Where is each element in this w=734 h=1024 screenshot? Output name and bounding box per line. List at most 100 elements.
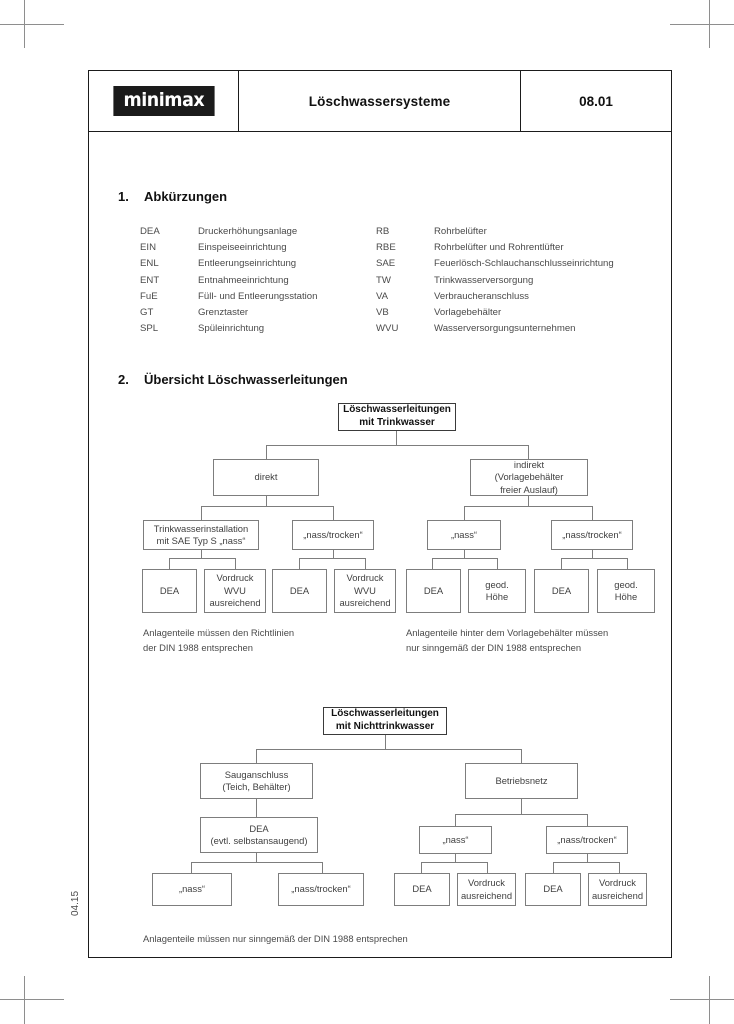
tree1-connector <box>396 431 397 445</box>
tree1-connector <box>464 550 465 558</box>
tree1-connector <box>169 558 170 569</box>
tree1-connector <box>235 558 236 569</box>
tree1-note-right: Anlagenteile hinter dem Vorlagebehälter … <box>406 627 609 653</box>
abbreviation-value: Wasserversorgungsunternehmen <box>434 323 576 335</box>
tree1-connector <box>432 558 497 559</box>
tree1-connector <box>561 558 627 559</box>
abbreviation-row: GT Grenztaster <box>140 305 380 321</box>
header-code-cell: 08.01 <box>521 71 671 131</box>
minimax-logo: minimax <box>113 86 214 116</box>
abbreviation-value: Einspeiseeinrichtung <box>198 242 287 254</box>
abbreviation-value: Grenztaster <box>198 307 249 319</box>
abbreviation-key: FuE <box>140 290 158 302</box>
abbreviation-row: ENT Entnahmeeinrichtung <box>140 273 380 289</box>
crop-mark-top-left-h <box>0 24 64 25</box>
tree2-connector <box>553 862 554 873</box>
header-title-cell: Löschwassersysteme <box>239 71 521 131</box>
tree2-connector <box>385 735 386 749</box>
tree2-connector <box>191 862 192 873</box>
tree1-node-direkt: direkt <box>213 459 319 496</box>
abbreviation-row: WVU Wasserversorgungsunternehmen <box>376 321 656 337</box>
abbreviation-row: ENL Entleerungseinrichtung <box>140 256 380 272</box>
tree2-note: Anlagenteile müssen nur sinngemäß der DI… <box>143 933 408 944</box>
abbreviation-row: VB Vorlagebehälter <box>376 305 656 321</box>
tree2-connector <box>521 749 522 763</box>
abbreviation-value: Füll- und Entleerungsstation <box>198 290 318 302</box>
tree2-connector <box>553 862 619 863</box>
tree2-connector <box>191 862 322 863</box>
tree2-node-dea-selbstansaugend: DEA(evtl. selbstansaugend) <box>200 817 318 853</box>
abbreviation-key: EIN <box>140 242 156 254</box>
tree2-connector <box>455 814 587 815</box>
abbreviation-value: Rohrbelüfter und Rohrentlüfter <box>434 242 564 254</box>
section-2-number: 2. <box>118 372 129 387</box>
tree1-node-nass-trocken-a: „nass/trocken“ <box>292 520 374 550</box>
tree1-connector <box>592 506 593 520</box>
tree1-connector <box>299 558 365 559</box>
tree1-connector <box>169 558 235 559</box>
tree1-connector <box>497 558 498 569</box>
abbreviation-key: ENL <box>140 258 159 270</box>
tree1-connector <box>592 550 593 558</box>
tree2-connector <box>256 749 257 763</box>
abbreviation-value: Trinkwasserversorgung <box>434 274 534 286</box>
abbreviation-row: RBE Rohrbelüfter und Rohrentlüfter <box>376 240 656 256</box>
tree2-node-nass-trocken: „nass/trocken“ <box>546 826 628 854</box>
tree1-connector <box>627 558 628 569</box>
tree1-connector <box>561 558 562 569</box>
abbreviation-key: TW <box>376 274 391 286</box>
tree2-connector <box>587 814 588 826</box>
tree1-connector <box>266 496 267 506</box>
page-title: Löschwassersysteme <box>308 93 451 109</box>
tree1-connector <box>333 506 334 520</box>
abbreviation-value: Verbraucheranschluss <box>434 290 529 302</box>
tree1-leaf-dea-3: DEA <box>406 569 461 613</box>
abbreviation-key: SAE <box>376 258 396 270</box>
tree1-connector <box>266 445 528 446</box>
abbreviation-value: Entnahmeeinrichtung <box>198 274 289 286</box>
tree2-connector <box>322 862 323 873</box>
crop-mark-top-right-h <box>670 24 734 25</box>
tree1-connector <box>299 558 300 569</box>
abbreviation-key: RBE <box>376 242 396 254</box>
tree1-connector <box>464 506 592 507</box>
tree2-connector <box>421 862 487 863</box>
tree2-leaf-dea-1: DEA <box>394 873 450 906</box>
tree1-connector <box>432 558 433 569</box>
abbreviations-left-column: DEA Druckerhöhungsanlage EIN Einspeiseei… <box>140 224 380 337</box>
tree1-node-nass-b: „nass“ <box>427 520 501 550</box>
tree1-connector <box>464 506 465 520</box>
abbreviation-value: Druckerhöhungsanlage <box>198 226 298 237</box>
abbreviation-row: DEA Druckerhöhungsanlage <box>140 224 380 240</box>
tree1-node-nass-trocken-b: „nass/trocken“ <box>551 520 633 550</box>
tree2-node-sauganschluss: Sauganschluss(Teich, Behälter) <box>200 763 313 799</box>
tree2-connector <box>256 853 257 862</box>
abbreviation-value: Feuerlösch-Schlauchanschlusseinrichtung <box>434 258 614 270</box>
abbreviation-key: SPL <box>140 323 159 335</box>
tree2-node-nass: „nass“ <box>419 826 492 854</box>
abbreviation-key: ENT <box>140 274 160 286</box>
abbreviation-value: Entleerungseinrichtung <box>198 258 297 270</box>
abbreviation-key: GT <box>140 307 154 319</box>
tree1-connector <box>201 506 333 507</box>
abbreviation-row: RB Rohrbelüfter <box>376 224 656 240</box>
tree2-connector <box>521 799 522 814</box>
tree1-connector <box>201 550 202 558</box>
crop-mark-top-right-v <box>709 0 710 48</box>
section-2-title: Übersicht Löschwasserleitungen <box>144 372 348 387</box>
tree1-connector <box>365 558 366 569</box>
abbreviation-key: RB <box>376 226 390 237</box>
tree2-connector <box>587 854 588 862</box>
abbreviation-value: Vorlagebehälter <box>434 307 502 319</box>
crop-mark-top-left-v <box>24 0 25 48</box>
tree1-connector <box>266 445 267 459</box>
crop-mark-bottom-right-h <box>670 999 734 1000</box>
tree1-leaf-geod-2: geod.Höhe <box>597 569 655 613</box>
tree1-connector <box>333 550 334 558</box>
tree2-connector <box>256 799 257 817</box>
